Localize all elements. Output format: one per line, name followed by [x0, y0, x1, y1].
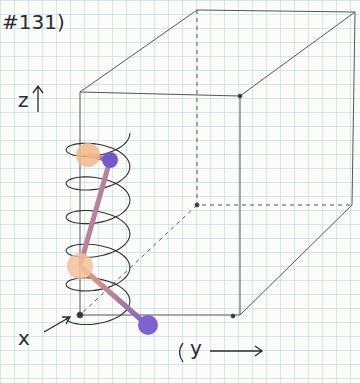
helix-spiral — [66, 133, 130, 325]
axis-label: y — [190, 338, 202, 358]
problem-number: #131) — [2, 12, 65, 32]
axis-arrows — [33, 86, 262, 362]
cube-outline — [77, 10, 355, 318]
molecule — [67, 143, 158, 335]
axis-label: z — [18, 90, 29, 110]
axis-label: x — [18, 328, 30, 348]
